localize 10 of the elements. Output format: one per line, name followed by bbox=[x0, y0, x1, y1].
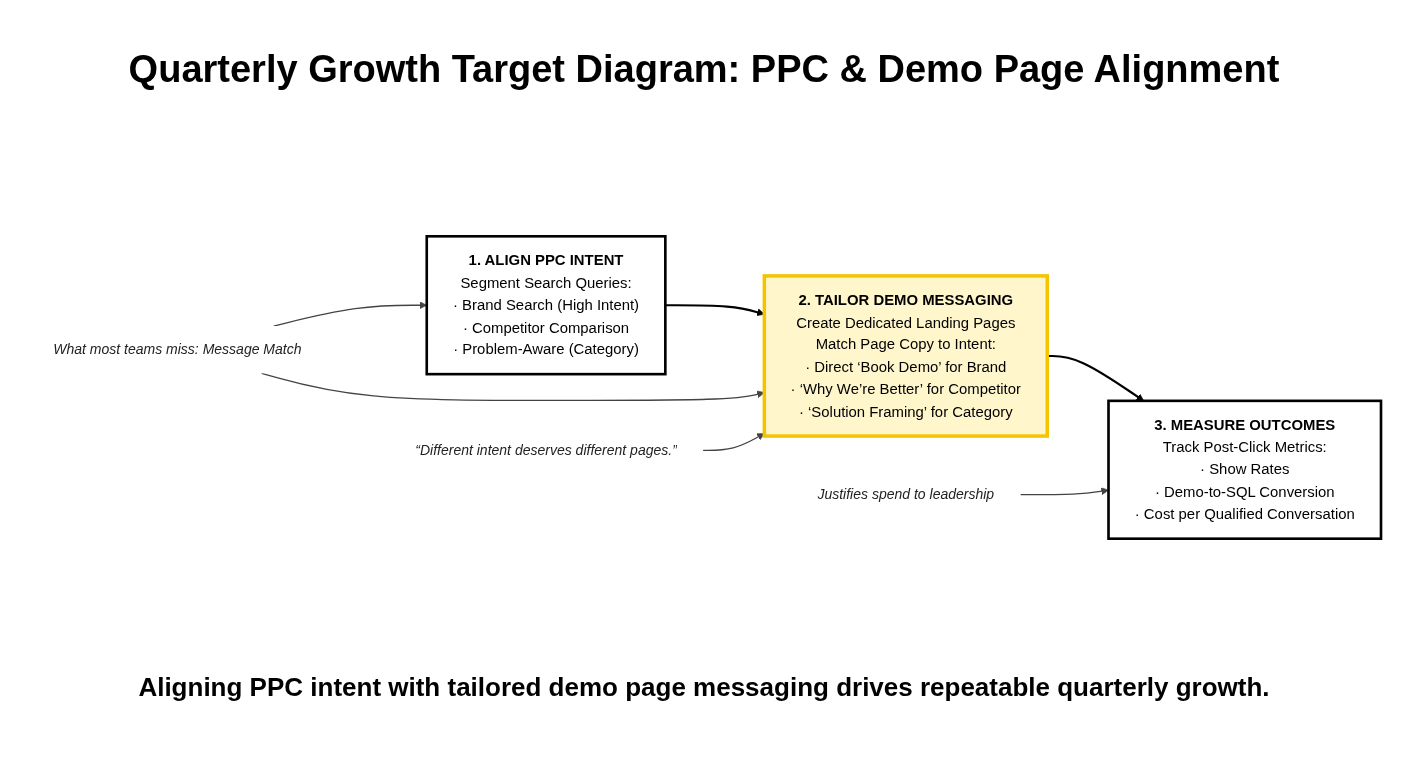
node-box: 3. MEASURE OUTCOMES Track Post-Click Metrics: · Show Rates · Demo-to-SQL Conversion · Cost per Qualified Conversation bbox=[1107, 399, 1383, 540]
node-text: “Different intent deserves different pages.” bbox=[415, 442, 677, 458]
arrow bbox=[702, 433, 765, 451]
diagram-title: Quarterly Growth Target Diagram: PPC & Demo Page Alignment bbox=[127, 48, 1281, 91]
node-text: Justifies spend to leadership bbox=[817, 486, 995, 502]
arrow bbox=[1019, 487, 1109, 496]
node-box: 2. TAILOR DEMO MESSAGING Create Dedicated Landing Pages Match Page Copy to Intent: · Direct ‘Book Demo’ for Brand · ‘Why We’re Better’ for Competitor · ‘Solution Framing’ for Category bbox=[762, 274, 1049, 438]
node-box: 1. ALIGN PPC INTENT Segment Search Queries: · Brand Search (High Intent) · Competitor Comparison · Problem-Aware (Category) bbox=[425, 235, 667, 376]
diagram-caption: Aligning PPC intent with tailored demo page messaging drives repeatable quarterly growth. bbox=[137, 672, 1271, 703]
node-text: What most teams miss: Message Match bbox=[53, 341, 302, 357]
